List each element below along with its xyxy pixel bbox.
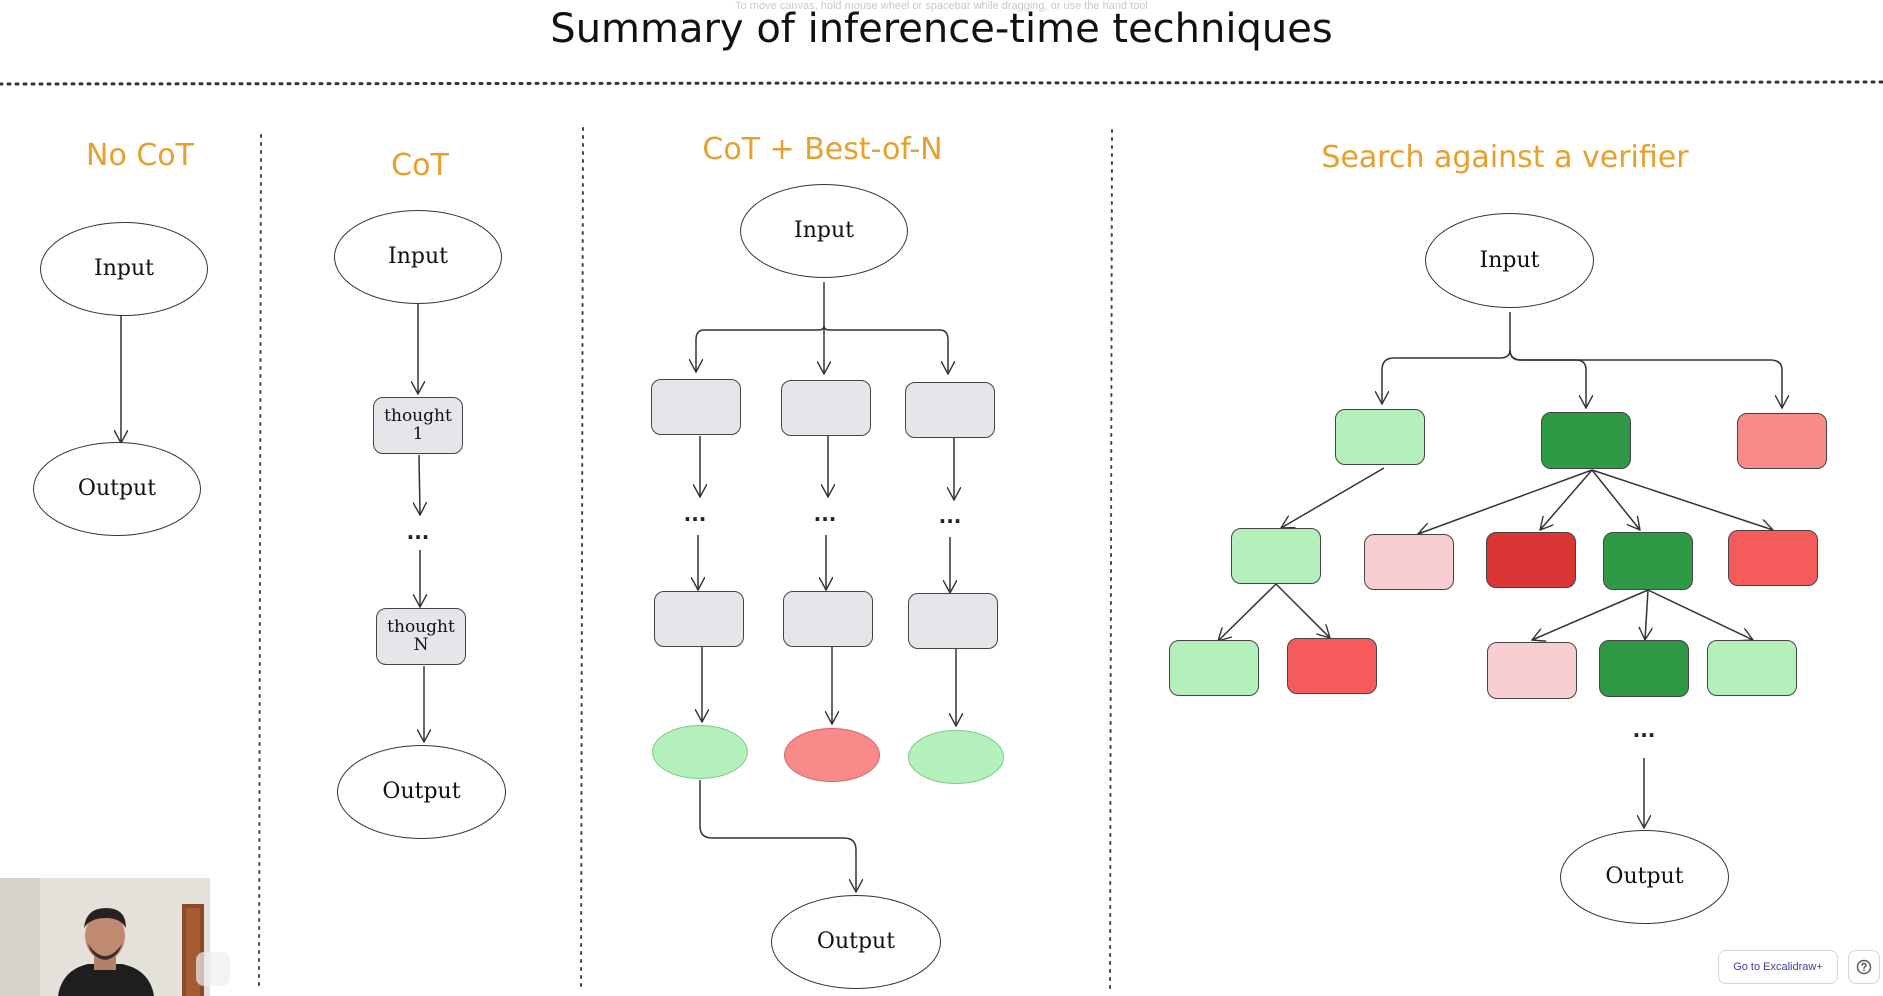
search-l2-light-green[interactable] [1231,528,1321,584]
cot-thought-1-node[interactable]: thought 1 [373,397,463,454]
search-l1-light-green[interactable] [1335,409,1425,465]
arrow-bon-to-output [699,780,856,892]
bon-chain-1-step-1[interactable] [651,379,741,435]
bon-chain-1-ellipsis: ... [683,502,707,526]
title-cot: CoT [391,148,449,183]
search-l2-pink[interactable] [1364,534,1454,590]
title-best-of-n: CoT + Best-of-N [702,132,943,167]
search-l2-dark-red[interactable] [1486,532,1576,588]
bon-chain-2-step-1[interactable] [781,380,871,436]
section-divider-2 [580,127,584,991]
canvas-hint: To move canvas, hold mouse wheel or spac… [735,0,1148,12]
help-button[interactable] [1848,950,1880,984]
title-divider [0,80,1883,86]
arrow-cot-2 [419,454,420,515]
search-l3-light-green[interactable] [1169,640,1259,696]
main-title: Summary of inference-time techniques [550,6,1333,52]
search-l1-dark-green[interactable] [1541,412,1631,469]
bon-chain-3-step-1[interactable] [905,382,995,438]
nocot-output-node[interactable]: Output [33,442,201,536]
bon-chain-3-step-n[interactable] [908,593,998,649]
bon-chain-3-ellipsis: ... [938,504,962,528]
webcam-overlay [0,878,210,996]
bon-outcome-3-good[interactable] [908,730,1004,784]
search-l3-light-green-2[interactable] [1707,640,1797,696]
section-divider-1 [258,134,262,991]
sidebar-toggle-button[interactable] [196,952,230,986]
section-divider-3 [1109,129,1113,991]
nocot-input-node[interactable]: Input [40,222,208,316]
cot-input-node[interactable]: Input [334,210,502,304]
bon-output-node[interactable]: Output [771,895,941,989]
arrow-search-branch-right [1509,349,1782,408]
search-input-node[interactable]: Input [1425,213,1594,308]
arrow-bon-branch-left [696,282,825,372]
title-no-cot: No CoT [86,138,194,173]
go-to-excalidraw-plus-button[interactable]: Go to Excalidraw+ [1718,950,1838,984]
webcam-person-image [0,878,210,996]
bon-outcome-1-good[interactable] [652,725,748,779]
search-l1-salmon[interactable] [1737,413,1827,469]
search-l2-red[interactable] [1728,530,1818,586]
arrow-search-branch-left [1382,312,1511,404]
bon-chain-1-step-n[interactable] [654,591,744,647]
arrow-bon-branch-right [823,325,948,374]
bon-chain-2-ellipsis: ... [813,502,837,526]
title-search-verifier: Search against a verifier [1321,140,1689,175]
cot-output-node[interactable]: Output [337,745,506,839]
bon-outcome-2-bad[interactable] [784,728,880,782]
cot-thought-n-node[interactable]: thought N [376,608,466,665]
search-l2-dark-green[interactable] [1603,532,1693,590]
cot-ellipsis: ... [406,520,430,544]
search-ellipsis: ... [1632,718,1656,742]
arrow-search-branch-mid [1509,349,1586,408]
search-l3-red[interactable] [1287,638,1377,694]
bon-chain-2-step-n[interactable] [783,591,873,647]
help-icon [1856,959,1872,975]
search-l3-pink[interactable] [1487,642,1577,699]
search-output-node[interactable]: Output [1560,830,1729,924]
search-l3-dark-green[interactable] [1599,640,1689,697]
bon-input-node[interactable]: Input [740,184,908,278]
